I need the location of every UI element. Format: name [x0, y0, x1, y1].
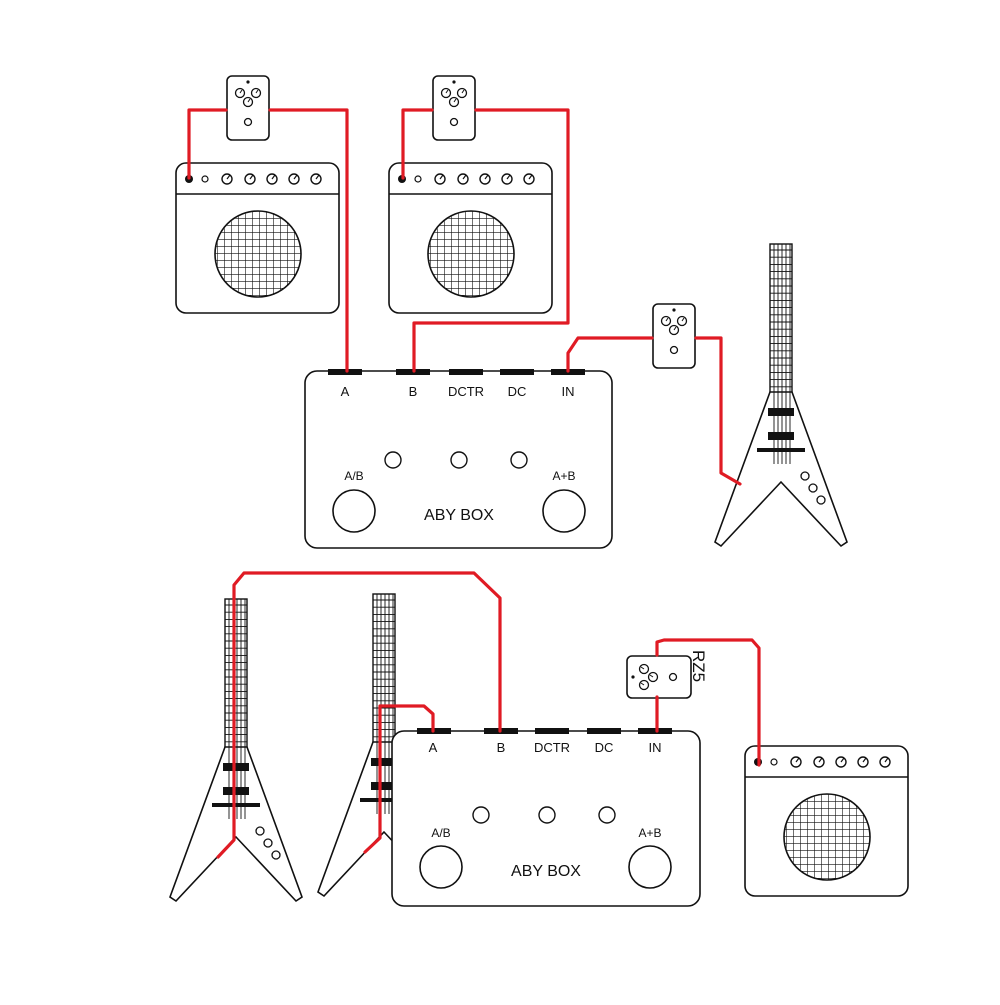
guitar-amp-icon [175, 162, 340, 314]
cables [187, 108, 742, 486]
flying-v-guitar-icon [169, 598, 303, 902]
top-diagram: A B DCTR DC IN A/B A+B ABY BOX [175, 75, 848, 549]
led-indicator [598, 806, 616, 824]
flying-v-guitar-icon [714, 243, 848, 547]
port-dctr-label: DCTR [448, 384, 484, 399]
port-dctr-label: DCTR [534, 740, 570, 755]
aby-box-name: ABY BOX [511, 863, 581, 880]
aby-box: A B DCTR DC IN A/B A+B ABY BOX [304, 369, 613, 549]
port-dc-label: DC [595, 740, 614, 755]
effects-pedal-icon [626, 655, 692, 699]
port-b-label: B [497, 740, 506, 755]
switch-a-plus-b-label: A+B [638, 826, 661, 840]
cables [216, 571, 761, 859]
footswitch-a-plus-b [542, 489, 586, 533]
port-a-label: A [341, 384, 350, 399]
led-indicator [538, 806, 556, 824]
switch-a-b-label: A/B [431, 826, 450, 840]
aby-box: A B DCTR DC IN A/B A+B ABY BOX [391, 728, 701, 907]
led-indicator [510, 451, 528, 469]
footswitch-a-b [332, 489, 376, 533]
aby-box-name: ABY BOX [424, 507, 494, 524]
switch-a-plus-b-label: A+B [552, 469, 575, 483]
port-a-label: A [429, 740, 438, 755]
led-indicator [384, 451, 402, 469]
guitar-amp-icon [388, 162, 553, 314]
port-dc-label: DC [508, 384, 527, 399]
pedal-label: RZ5 [689, 650, 708, 682]
bottom-diagram: RZ5 A B DCTR DC IN A/B A+B ABY BOX [169, 571, 909, 907]
effects-pedal-icon [432, 75, 476, 141]
effects-pedal-icon [226, 75, 270, 141]
port-b-label: B [409, 384, 418, 399]
led-indicator [472, 806, 490, 824]
footswitch-a-plus-b [628, 845, 672, 889]
effects-pedal-icon [652, 303, 696, 369]
switch-a-b-label: A/B [344, 469, 363, 483]
port-in-label: IN [649, 740, 662, 755]
port-in-label: IN [562, 384, 575, 399]
led-indicator [450, 451, 468, 469]
footswitch-a-b [419, 845, 463, 889]
guitar-amp-icon [744, 745, 909, 897]
